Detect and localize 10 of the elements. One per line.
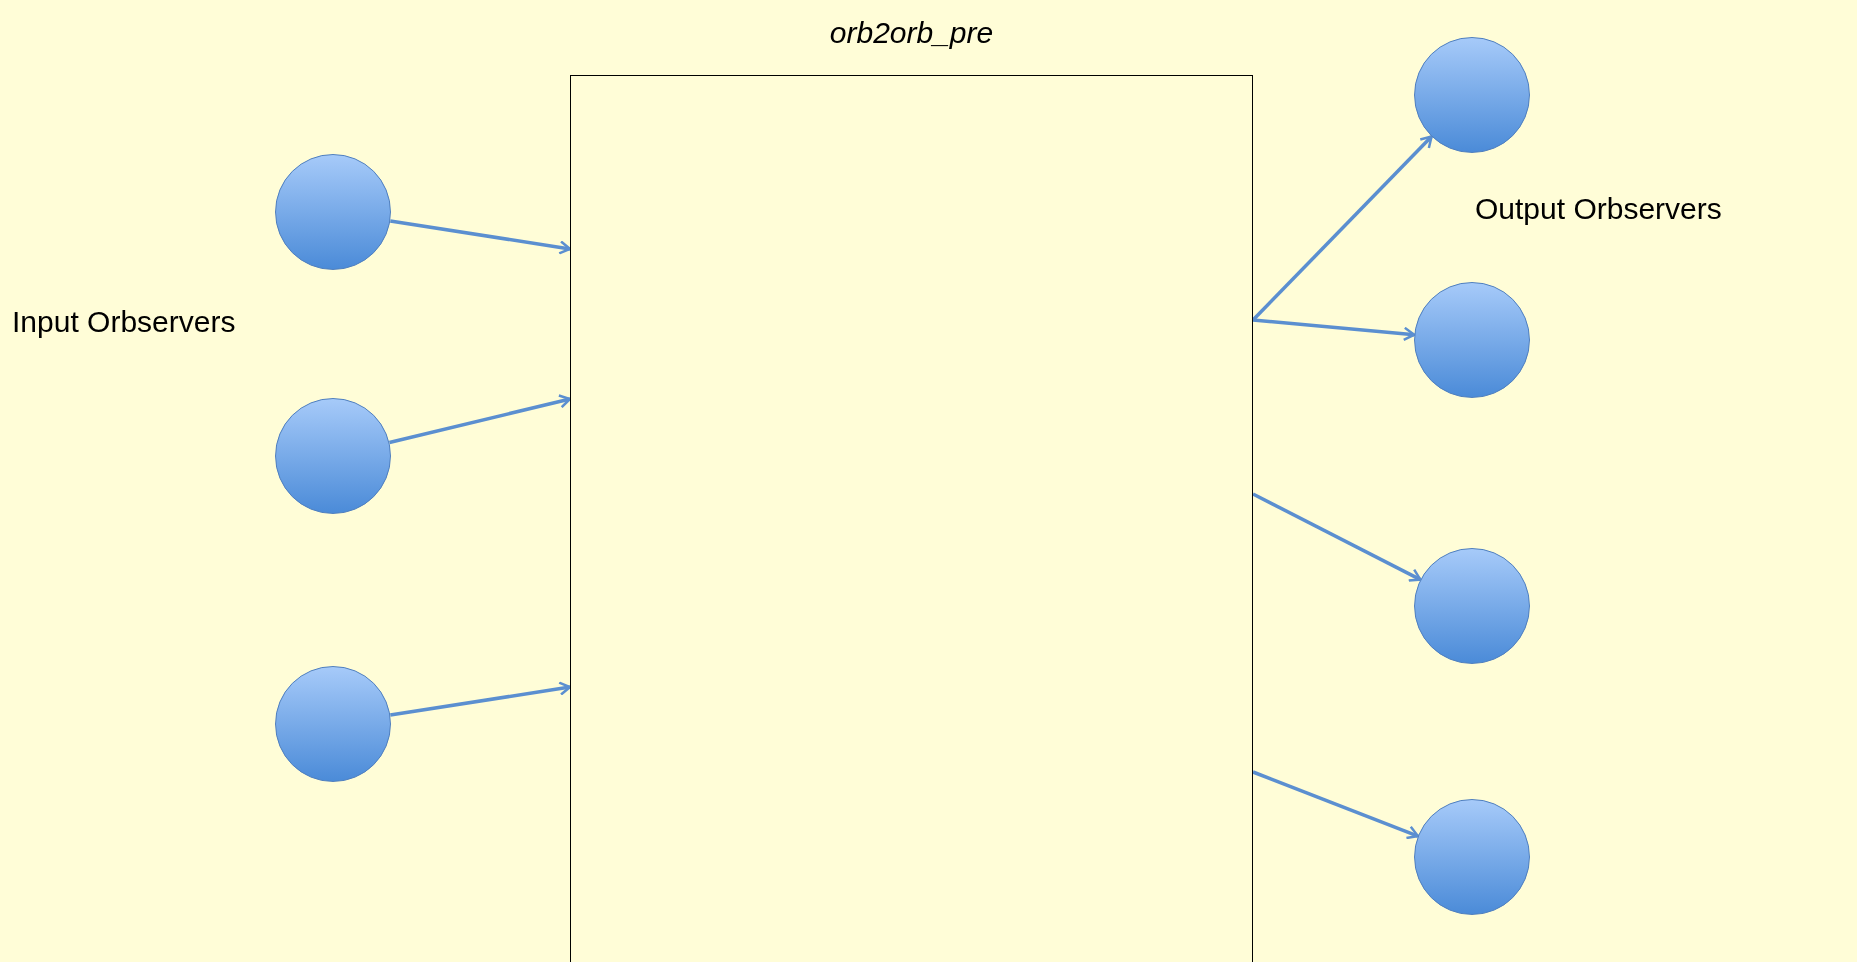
arrow <box>1252 318 1416 342</box>
group-label: Input Orbservers <box>12 305 236 339</box>
arrow <box>390 219 572 255</box>
group-label: Output Orbservers <box>1475 192 1722 226</box>
arrow <box>390 681 572 717</box>
box-title: orb2orb_pre <box>829 16 994 50</box>
arrow <box>1252 492 1422 582</box>
arrow <box>1252 770 1420 840</box>
arrow <box>389 394 572 445</box>
arrow <box>1251 135 1433 322</box>
